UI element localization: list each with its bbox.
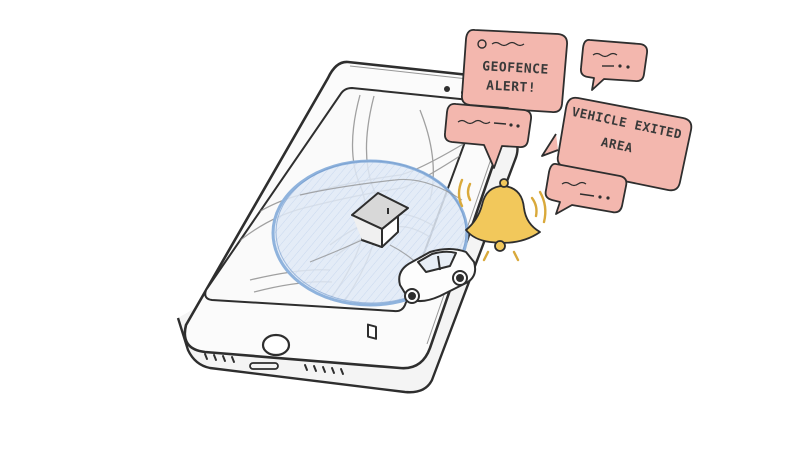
bell-icon <box>457 178 547 262</box>
home-button-icon <box>261 333 291 357</box>
front-camera-icon <box>444 86 450 92</box>
car-icon <box>398 248 477 304</box>
chat-bubble-icon <box>443 103 533 169</box>
chat-bubble-icon <box>544 163 628 215</box>
vehicle-exited-line2: AREA <box>600 134 635 155</box>
chat-bubble-icon <box>579 39 649 91</box>
charging-port <box>249 362 279 370</box>
geofence-alert-line2: ALERT! <box>486 78 537 96</box>
vehicle-exited-bubble: VEHICLE EXITED AREA <box>541 96 693 192</box>
geofence-alert-line1: GEOFENCE <box>482 59 549 77</box>
speaker-grill <box>204 353 344 375</box>
geofence-alert-bubble: GEOFENCE ALERT! <box>461 29 568 125</box>
house-icon <box>351 192 409 340</box>
